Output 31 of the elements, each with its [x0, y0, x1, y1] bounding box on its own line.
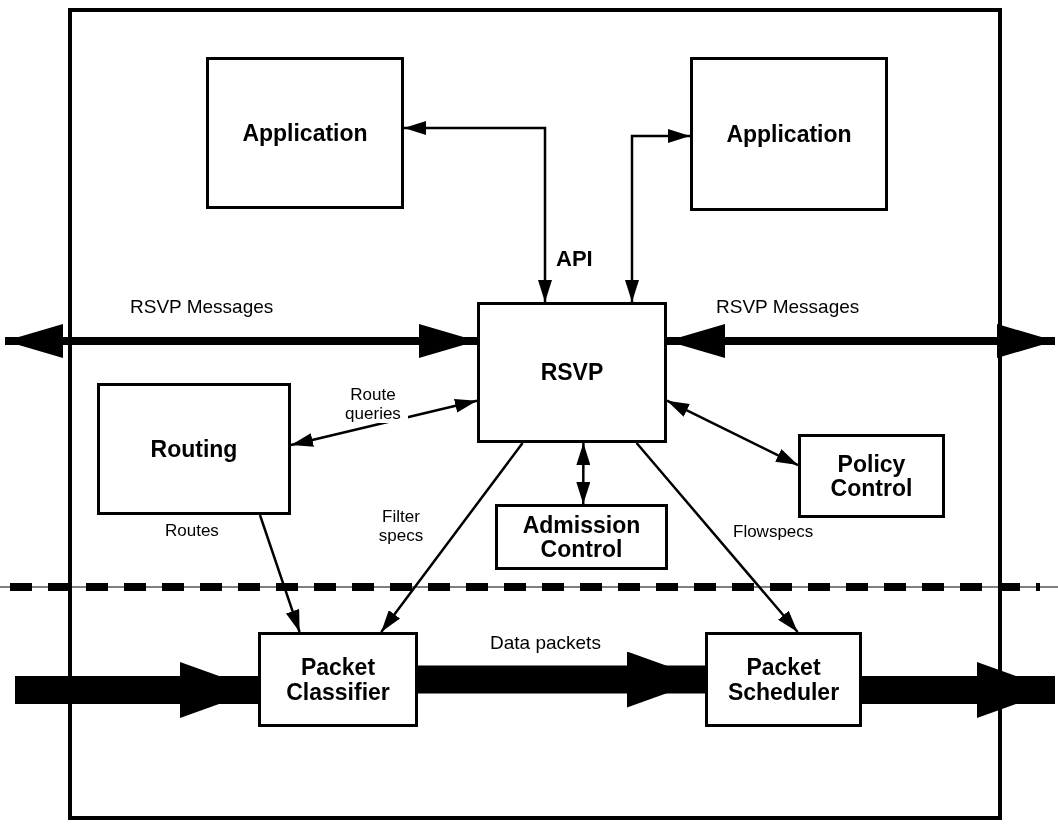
arrow: [380, 441, 524, 633]
edge-label: RSVP Messages: [130, 297, 274, 318]
node-label: RSVP: [540, 360, 604, 385]
arrow: [635, 441, 799, 633]
process-box: [97, 383, 291, 515]
node-label: Admission Control: [521, 512, 642, 562]
arrow: [404, 121, 552, 302]
process-box: [258, 632, 418, 727]
arrow: [625, 129, 690, 302]
process-box: [690, 57, 888, 211]
process-box: [495, 504, 668, 570]
process-box: [798, 434, 945, 518]
process-box: [477, 302, 667, 443]
system-boundary-box: [68, 8, 1002, 820]
thick-arrow: [667, 324, 1055, 358]
node-label: Packet Scheduler: [726, 655, 841, 704]
node-label: Policy Control: [829, 451, 914, 501]
node-label: Application: [242, 120, 368, 146]
arrow: [576, 443, 591, 504]
node-label: Application: [726, 121, 852, 147]
edge-label: Flowspecs: [733, 523, 814, 542]
arrow: [258, 513, 301, 633]
node-label: Routing: [150, 436, 238, 462]
node-label: Packet Classifier: [285, 655, 391, 704]
edge-label: RSVP Messages: [716, 297, 860, 318]
arrow: [666, 399, 799, 467]
edge-label: Data packets: [490, 633, 601, 654]
arrow: [290, 399, 478, 447]
interface-label: API: [556, 246, 593, 272]
process-box: [705, 632, 862, 727]
process-box: [206, 57, 404, 209]
